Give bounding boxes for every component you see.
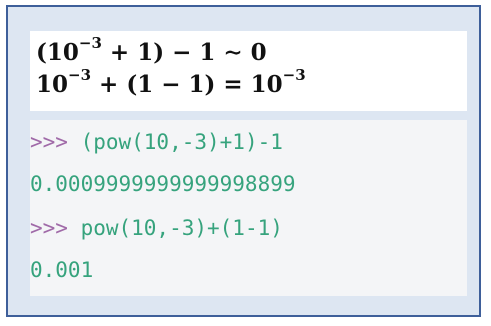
console-output: 0.001 — [30, 258, 94, 282]
python-console: >>> (pow(10,-3)+1)-1 0.00099999999999988… — [30, 120, 467, 296]
formula-1-base: (10 — [36, 39, 79, 66]
formula-2-middle: + (1 − 1) = 10 — [91, 71, 283, 98]
formula-2-exponent: −3 — [68, 66, 92, 85]
formula-2-base: 10 — [36, 71, 69, 98]
console-line-2: 0.0009999999999998899 — [30, 174, 296, 195]
console-prompt: >>> — [30, 130, 81, 154]
console-input: (pow(10,-3)+1)-1 — [80, 130, 283, 154]
console-line-1: >>> (pow(10,-3)+1)-1 — [30, 132, 283, 153]
console-line-3: >>> pow(10,-3)+(1-1) — [30, 218, 283, 239]
formula-panel: (10−3 + 1) − 1 ∼ 0 10−3 + (1 − 1) = 10−3 — [30, 31, 467, 111]
console-output: 0.0009999999999998899 — [30, 172, 296, 196]
formula-line-1: (10−3 + 1) − 1 ∼ 0 — [36, 36, 267, 66]
console-line-4: 0.001 — [30, 260, 93, 281]
formula-1-exponent: −3 — [78, 34, 102, 53]
formula-2-exponent-2: −3 — [282, 66, 306, 85]
formula-1-rest: + 1) − 1 ∼ 0 — [101, 39, 267, 66]
console-input: pow(10,-3)+(1-1) — [80, 216, 283, 240]
formula-line-2: 10−3 + (1 − 1) = 10−3 — [36, 68, 306, 98]
console-prompt: >>> — [30, 216, 81, 240]
slide-frame: (10−3 + 1) − 1 ∼ 0 10−3 + (1 − 1) = 10−3… — [6, 5, 481, 317]
